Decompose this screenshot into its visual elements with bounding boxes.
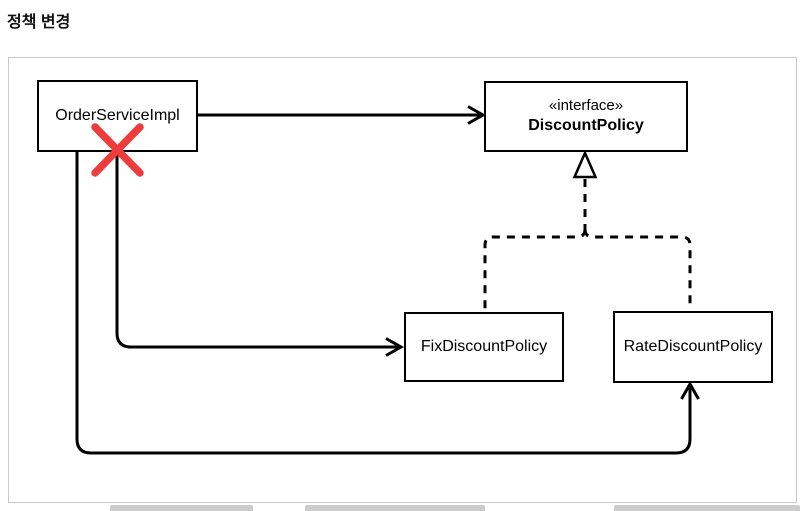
node-label: FixDiscountPolicy xyxy=(420,337,548,355)
interface-stereotype: «interface» xyxy=(548,97,624,115)
node-rate-discount-policy[interactable]: RateDiscountPolicy xyxy=(613,311,773,383)
node-label: RateDiscountPolicy xyxy=(623,337,763,355)
cropped-next-diagram-box xyxy=(110,505,253,511)
diagram-frame: OrderServiceImpl «interface» DiscountPol… xyxy=(8,57,797,503)
cropped-next-diagram-box xyxy=(305,505,485,511)
node-discount-policy-interface[interactable]: «interface» DiscountPolicy xyxy=(484,81,688,152)
node-label: DiscountPolicy xyxy=(528,116,644,134)
node-order-service-impl[interactable]: OrderServiceImpl xyxy=(37,80,198,152)
page-title: 정책 변경 xyxy=(7,14,71,31)
node-label: OrderServiceImpl xyxy=(55,106,180,124)
cropped-next-diagram-box xyxy=(614,505,800,511)
node-fix-discount-policy[interactable]: FixDiscountPolicy xyxy=(404,312,564,382)
